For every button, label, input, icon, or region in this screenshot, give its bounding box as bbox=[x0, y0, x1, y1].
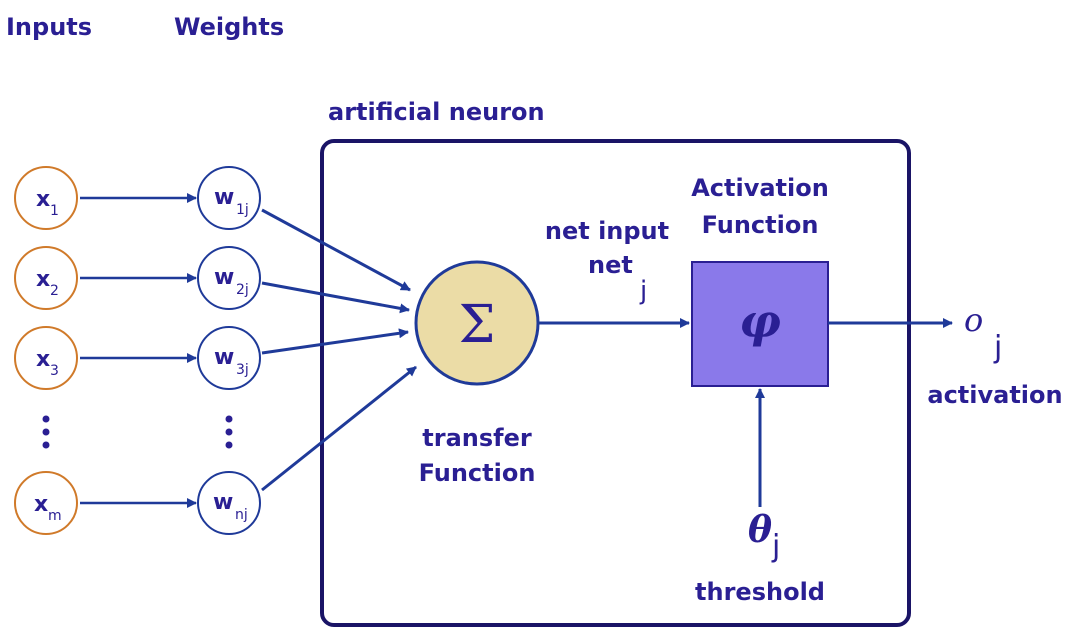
weight-node-2: w 2j bbox=[197, 246, 261, 310]
input-node-3: x 3 bbox=[14, 326, 78, 390]
neuron-title: artificial neuron bbox=[328, 98, 545, 126]
weight-n-subscript: nj bbox=[235, 507, 248, 523]
transfer-label-line2: Function bbox=[419, 459, 536, 487]
input-3-symbol: x bbox=[36, 347, 50, 372]
net-input-label: net input bbox=[545, 217, 669, 245]
weight-2-symbol: w bbox=[214, 265, 234, 290]
output-symbol: o bbox=[964, 301, 983, 339]
transfer-label-line1: transfer bbox=[422, 424, 532, 452]
weight-3-symbol: w bbox=[214, 345, 234, 370]
activation-title-line2: Function bbox=[702, 211, 819, 239]
phi-symbol: φ bbox=[739, 294, 781, 348]
neuron-box bbox=[320, 139, 911, 627]
input-3-subscript: 3 bbox=[50, 363, 59, 379]
input-node-1: x 1 bbox=[14, 166, 78, 230]
arrow-wn-sum bbox=[261, 365, 417, 492]
input-m-symbol: x bbox=[34, 492, 48, 517]
threshold-subscript: j bbox=[771, 529, 780, 564]
input-m-subscript: m bbox=[48, 508, 62, 524]
arrow-w2-sum bbox=[261, 281, 410, 314]
input-2-symbol: x bbox=[36, 267, 50, 292]
net-label: net bbox=[588, 251, 633, 279]
net-subscript: j bbox=[639, 276, 647, 306]
weight-node-3: w 3j bbox=[197, 326, 261, 390]
input-ellipsis bbox=[42, 415, 50, 449]
weight-2-subscript: 2j bbox=[236, 282, 249, 298]
sigma-symbol: Σ bbox=[459, 295, 496, 355]
input-1-subscript: 1 bbox=[50, 203, 59, 219]
summation-node: Σ bbox=[414, 260, 540, 386]
output-subscript: j bbox=[993, 330, 1002, 365]
input-node-2: x 2 bbox=[14, 246, 78, 310]
weight-1-subscript: 1j bbox=[236, 202, 249, 218]
threshold-symbol: θ bbox=[748, 509, 772, 551]
weights-header: Weights bbox=[174, 13, 284, 41]
input-1-symbol: x bbox=[36, 187, 50, 212]
activation-title-line1: Activation bbox=[691, 174, 829, 202]
weight-node-n: w nj bbox=[197, 471, 261, 535]
threshold-label: threshold bbox=[695, 578, 825, 606]
arrow-w3-sum bbox=[261, 328, 409, 355]
inputs-header: Inputs bbox=[6, 13, 92, 41]
weight-node-1: w 1j bbox=[197, 166, 261, 230]
arrow-w1-sum bbox=[261, 208, 411, 292]
input-node-m: x m bbox=[14, 471, 78, 535]
weight-1-symbol: w bbox=[214, 185, 234, 210]
weight-ellipsis bbox=[225, 415, 233, 449]
weight-3-subscript: 3j bbox=[236, 362, 249, 378]
activation-label: activation bbox=[927, 381, 1062, 409]
activation-function-box: φ bbox=[691, 261, 829, 387]
weight-n-symbol: w bbox=[213, 490, 233, 515]
input-2-subscript: 2 bbox=[50, 283, 59, 299]
